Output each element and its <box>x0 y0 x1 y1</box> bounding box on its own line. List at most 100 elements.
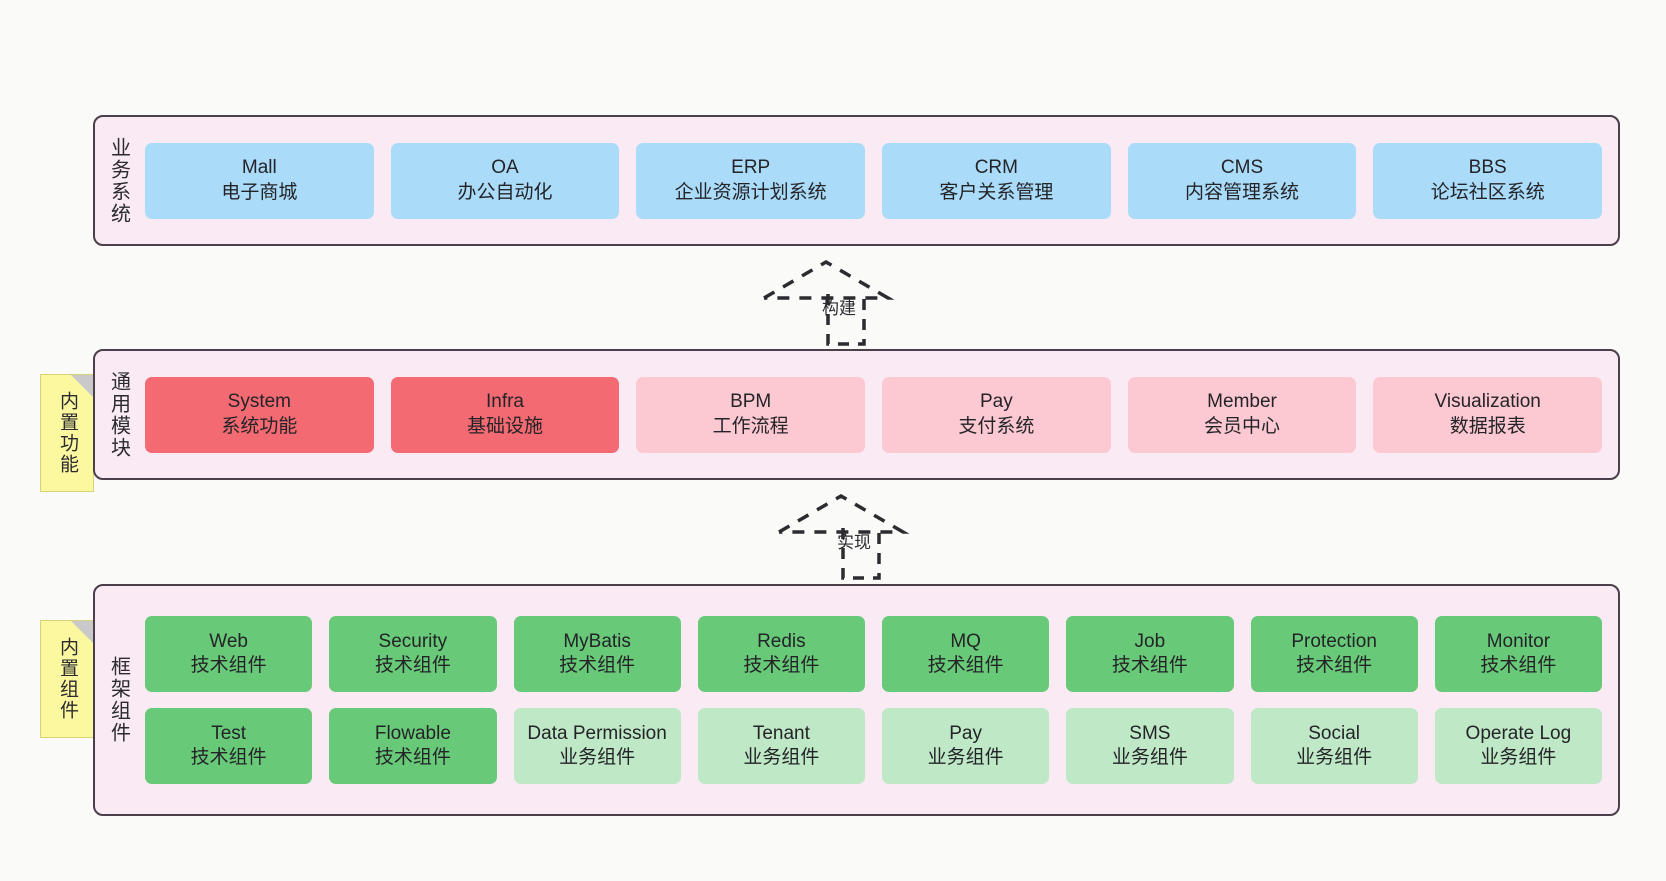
node-subtitle: 支付系统 <box>958 415 1035 437</box>
node-subtitle: 技术组件 <box>374 655 451 676</box>
node-title: CRM <box>974 157 1018 179</box>
node-mall[interactable]: Mall 电子商城 <box>145 142 374 219</box>
node-title: Pay <box>979 391 1013 413</box>
node-subtitle: 会员中心 <box>1204 415 1281 437</box>
sticky-note-label: 内置功能 <box>56 391 78 475</box>
node-title: System <box>227 391 292 413</box>
node-mq[interactable]: MQ 技术组件 <box>882 616 1050 692</box>
node-infra[interactable]: Infra 基础设施 <box>390 376 620 453</box>
node-subtitle: 技术组件 <box>559 655 636 676</box>
folded-corner-icon <box>71 621 93 643</box>
sticky-note-builtin-function: 内置功能 <box>40 374 94 492</box>
node-bbs[interactable]: BBS 论坛社区系统 <box>1373 142 1603 219</box>
node-subtitle: 企业资源计划系统 <box>674 181 827 203</box>
node-subtitle: 业务组件 <box>1480 747 1557 768</box>
node-title: Member <box>1207 391 1277 413</box>
node-title: BBS <box>1468 157 1507 179</box>
node-title: Infra <box>485 391 525 413</box>
node-test[interactable]: Test 技术组件 <box>145 708 313 784</box>
node-title: OA <box>491 157 519 179</box>
node-subtitle: 办公自动化 <box>457 181 553 203</box>
sticky-note-label: 内置组件 <box>56 637 78 721</box>
node-subtitle: 技术组件 <box>190 747 267 768</box>
layer-framework-components: 框架组件 Web 技术组件 Security 技术组件 MyBatis 技术组件… <box>93 584 1620 816</box>
folded-corner-icon <box>71 375 93 397</box>
node-title: BPM <box>730 391 772 413</box>
node-title: Operate Log <box>1465 722 1572 744</box>
node-subtitle: 客户关系管理 <box>939 181 1054 203</box>
node-title: Monitor <box>1486 630 1551 652</box>
layer-title-common-modules: 通用模块 <box>107 370 130 459</box>
node-subtitle: 业务组件 <box>1111 747 1188 768</box>
node-title: Pay <box>949 722 982 744</box>
node-member[interactable]: Member 会员中心 <box>1127 376 1357 453</box>
node-title: Protection <box>1291 630 1377 652</box>
node-sms[interactable]: SMS 业务组件 <box>1066 708 1234 784</box>
node-title: Test <box>211 722 247 744</box>
node-cms[interactable]: CMS 内容管理系统 <box>1127 142 1357 219</box>
node-social[interactable]: Social 业务组件 <box>1250 708 1418 784</box>
node-flowable[interactable]: Flowable 技术组件 <box>329 708 497 784</box>
node-subtitle: 技术组件 <box>1480 655 1557 676</box>
node-subtitle: 论坛社区系统 <box>1430 181 1545 203</box>
node-subtitle: 业务组件 <box>743 747 820 768</box>
node-subtitle: 技术组件 <box>374 747 451 768</box>
node-subtitle: 电子商城 <box>221 181 298 203</box>
node-subtitle: 技术组件 <box>190 655 267 676</box>
node-system[interactable]: System 系统功能 <box>145 376 374 453</box>
node-protection[interactable]: Protection 技术组件 <box>1250 616 1418 692</box>
layer-row: System 系统功能 Infra 基础设施 BPM 工作流程 Pay 支付系统… <box>145 376 1603 453</box>
node-security[interactable]: Security 技术组件 <box>329 616 497 692</box>
node-operate-log[interactable]: Operate Log 业务组件 <box>1434 708 1602 784</box>
node-subtitle: 技术组件 <box>743 655 820 676</box>
node-subtitle: 基础设施 <box>467 415 544 437</box>
node-subtitle: 业务组件 <box>927 747 1004 768</box>
layer-row: Mall 电子商城 OA 办公自动化 ERP 企业资源计划系统 CRM 客户关系… <box>145 142 1603 219</box>
node-bpm[interactable]: BPM 工作流程 <box>636 376 866 453</box>
layer-title-business-systems: 业务系统 <box>107 136 130 225</box>
node-subtitle: 业务组件 <box>1296 747 1373 768</box>
node-oa[interactable]: OA 办公自动化 <box>390 142 620 219</box>
node-subtitle: 技术组件 <box>1111 655 1188 676</box>
node-tenant[interactable]: Tenant 业务组件 <box>697 708 865 784</box>
node-subtitle: 数据报表 <box>1449 415 1526 437</box>
node-web[interactable]: Web 技术组件 <box>145 616 313 692</box>
node-job[interactable]: Job 技术组件 <box>1066 616 1234 692</box>
connector-stem-shape <box>841 528 881 580</box>
node-data-permission[interactable]: Data Permission 业务组件 <box>513 708 681 784</box>
layer-body-common-modules: System 系统功能 Infra 基础设施 BPM 工作流程 Pay 支付系统… <box>141 351 1618 478</box>
node-title: SMS <box>1129 722 1171 744</box>
node-title: Redis <box>757 630 806 652</box>
node-monitor[interactable]: Monitor 技术组件 <box>1434 616 1602 692</box>
layer-business-systems: 业务系统 Mall 电子商城 OA 办公自动化 ERP 企业资源计划系统 CRM… <box>93 115 1620 246</box>
sticky-note-builtin-component: 内置组件 <box>40 620 94 738</box>
node-title: Security <box>378 630 448 652</box>
node-crm[interactable]: CRM 客户关系管理 <box>882 142 1111 219</box>
node-erp[interactable]: ERP 企业资源计划系统 <box>636 142 866 219</box>
node-mybatis[interactable]: MyBatis 技术组件 <box>513 616 681 692</box>
node-title: CMS <box>1220 157 1264 179</box>
connector-implement: 实现 <box>775 492 925 582</box>
node-title: Job <box>1134 630 1166 652</box>
node-title: MQ <box>950 630 981 652</box>
layer-body-framework-components: Web 技术组件 Security 技术组件 MyBatis 技术组件 Redi… <box>141 586 1618 814</box>
connector-stem-shape <box>826 294 866 346</box>
node-title: Mall <box>241 157 277 179</box>
node-title: Visualization <box>1434 391 1541 413</box>
layer-row: Test 技术组件 Flowable 技术组件 Data Permission … <box>145 708 1602 784</box>
node-subtitle: 工作流程 <box>712 415 789 437</box>
generalization-arrow-icon <box>778 493 910 534</box>
node-title: MyBatis <box>563 630 631 652</box>
node-subtitle: 技术组件 <box>927 655 1004 676</box>
node-title: ERP <box>731 157 771 179</box>
node-pay-component[interactable]: Pay 业务组件 <box>882 708 1050 784</box>
node-pay[interactable]: Pay 支付系统 <box>882 376 1111 453</box>
layer-common-modules: 通用模块 System 系统功能 Infra 基础设施 BPM 工作流程 Pay… <box>93 349 1620 480</box>
connector-label: 实现 <box>837 533 871 552</box>
node-title: Data Permission <box>527 722 667 744</box>
node-redis[interactable]: Redis 技术组件 <box>697 616 865 692</box>
node-visualization[interactable]: Visualization 数据报表 <box>1373 376 1603 453</box>
node-title: Flowable <box>374 722 451 744</box>
generalization-arrow-icon <box>763 259 895 300</box>
